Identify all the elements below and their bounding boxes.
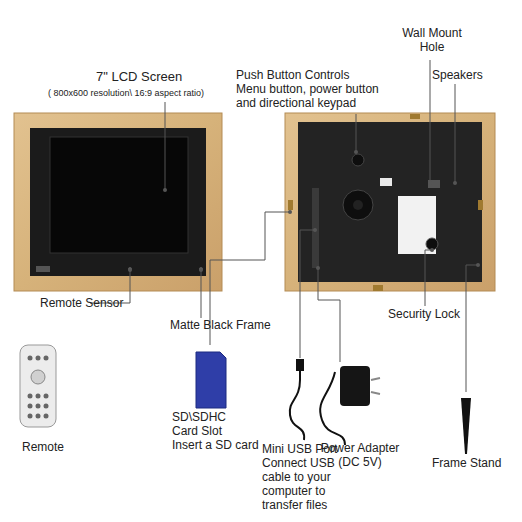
front-frame [14,113,222,291]
part-label: Security Lock [388,307,488,321]
part-label: Push Button Controls [236,68,396,82]
part-label: Matte Black Frame [170,318,290,332]
power-adapter [320,366,380,445]
spec-label: ( 800x600 resolution\ 16:9 aspect ratio) [48,86,248,100]
part-label: Frame Stand [432,456,522,470]
usb-cable [290,360,304,440]
part-label: SD\SDHC Card Slot [172,410,236,438]
part-label: Speakers [432,68,502,82]
remote-illustration [20,345,56,427]
description-label: Insert a SD card [172,438,272,452]
part-label: Power Adapter (DC 5V) [312,441,408,469]
leader-line [90,60,478,392]
frame-stand [461,398,471,454]
part-label: Remote [22,440,82,454]
back-frame [285,113,495,291]
sd-card [196,352,226,408]
part-label: Wall Mount Hole [392,26,472,54]
part-label: Remote Sensor [40,296,140,310]
title-label: 7" LCD Screen [96,70,216,84]
leader-dot [128,150,480,272]
description-label: Menu button, power button and directiona… [236,82,392,110]
